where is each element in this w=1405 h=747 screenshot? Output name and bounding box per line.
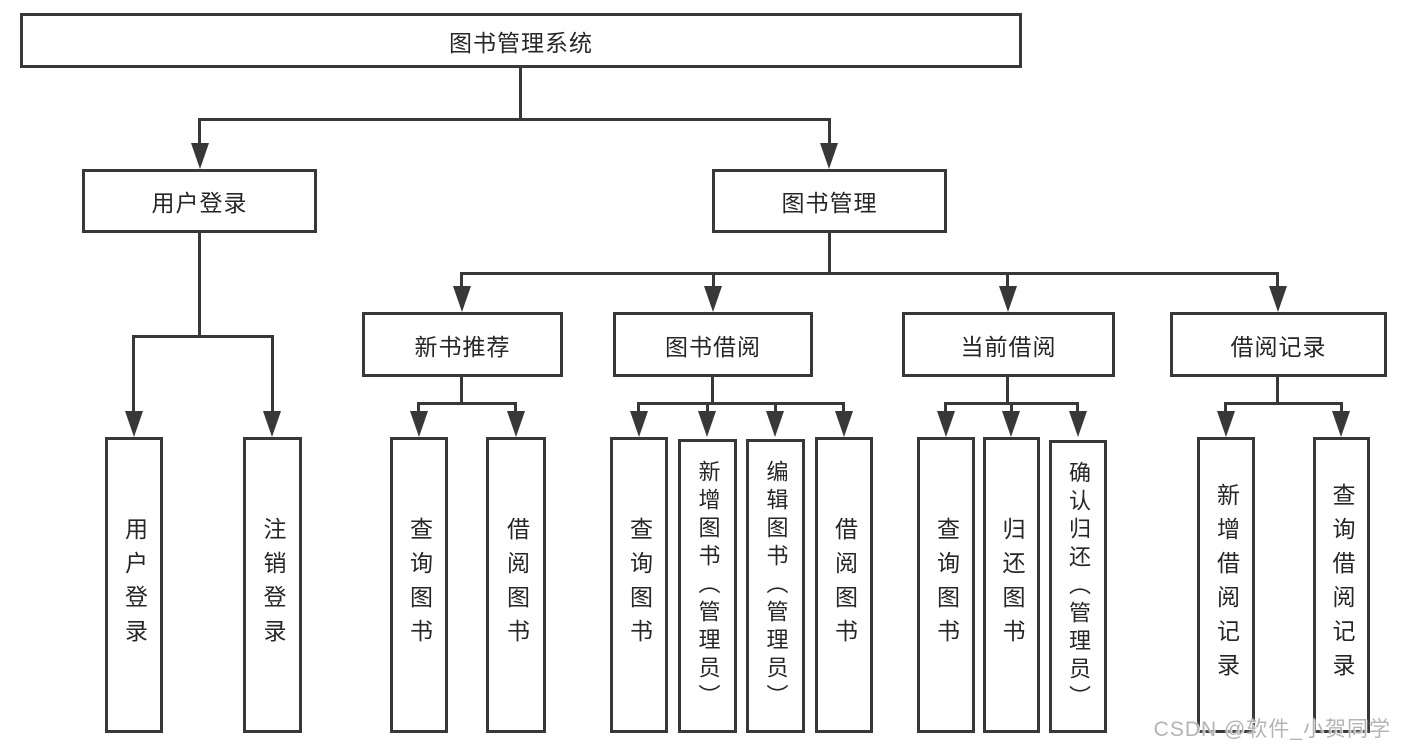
connector-line [460,272,1279,275]
connector-line [712,272,715,290]
leaf-logout: 注销登录 [243,437,302,733]
leaf-confirm-return-admin-label: 确认归还（管理员） [1066,460,1091,713]
connector-arrowhead [835,411,853,437]
connector-line [1276,272,1279,290]
connector-line [1006,375,1009,405]
connector-line [519,66,522,121]
leaf-query-borrow-record: 查询借阅记录 [1313,437,1370,733]
node-book-management: 图书管理 [712,169,947,233]
connector-line [1076,402,1079,417]
leaf-return-books: 归还图书 [983,437,1040,733]
node-new-book-recommend: 新书推荐 [362,312,563,377]
node-book-borrow-label: 图书借阅 [665,333,761,360]
node-book-borrow: 图书借阅 [613,312,813,377]
connector-line [132,335,135,417]
node-book-management-label: 图书管理 [781,190,878,216]
connector-line [944,402,947,417]
leaf-borrow-books-2: 借阅图书 [815,437,873,733]
connector-line [514,402,517,417]
connector-arrowhead [1002,411,1020,437]
leaf-edit-books-admin-label: 编辑图书（管理员） [763,460,789,712]
connector-line [828,231,831,275]
connector-line [1010,402,1013,417]
connector-line [828,118,831,148]
connector-line [842,402,845,417]
node-borrow-records-label: 借阅记录 [1230,333,1327,360]
connector-arrowhead [698,411,716,437]
connector-line [417,402,517,405]
node-root: 图书管理系统 [20,13,1022,68]
leaf-user-login-label: 用户登录 [121,517,148,653]
connector-arrowhead [263,411,281,437]
connector-line [637,402,845,405]
leaf-logout-label: 注销登录 [260,517,286,653]
connector-arrowhead [704,286,722,312]
leaf-query-books-3: 查询图书 [917,437,975,733]
leaf-borrow-books-1-label: 借阅图书 [503,517,530,653]
connector-line [1224,402,1343,405]
connector-arrowhead [766,411,784,437]
connector-line [460,272,463,290]
leaf-add-books-admin: 新增图书（管理员） [678,439,737,733]
leaf-query-books-1-label: 查询图书 [406,517,433,653]
connector-arrowhead [507,411,525,437]
connector-line [417,402,420,417]
connector-line [271,335,274,417]
connector-line [198,231,201,338]
connector-line [637,402,640,417]
watermark: CSDN @软件_小贺同学 [1153,718,1391,741]
connector-line [706,402,709,417]
leaf-add-borrow-record-label: 新增借阅记录 [1213,483,1240,687]
connector-arrowhead [410,411,428,437]
connector-arrowhead [1269,286,1287,312]
connector-line [198,118,201,148]
connector-line [1340,402,1343,417]
connector-arrowhead [453,286,471,312]
node-user-login: 用户登录 [82,169,317,233]
node-borrow-records: 借阅记录 [1170,312,1387,377]
connector-line [198,118,831,121]
leaf-borrow-books-2-label: 借阅图书 [831,517,858,653]
connector-arrowhead [1332,411,1350,437]
connector-line [460,375,463,405]
node-root-label: 图书管理系统 [449,29,593,56]
node-current-borrow-label: 当前借阅 [960,333,1057,360]
leaf-borrow-books-1: 借阅图书 [486,437,546,733]
leaf-query-books-3-label: 查询图书 [933,517,960,653]
leaf-edit-books-admin: 编辑图书（管理员） [746,439,805,733]
leaf-confirm-return-admin: 确认归还（管理员） [1049,440,1107,733]
connector-line [1224,402,1227,417]
node-new-book-recommend-label: 新书推荐 [414,333,511,360]
connector-arrowhead [937,411,955,437]
leaf-query-books-2-label: 查询图书 [626,517,653,653]
connector-line [1276,375,1279,405]
node-current-borrow: 当前借阅 [902,312,1115,377]
connector-line [132,335,274,338]
leaf-query-books-1: 查询图书 [390,437,448,733]
connector-arrowhead [191,143,209,169]
connector-arrowhead [1069,411,1087,437]
connector-arrowhead [999,286,1017,312]
node-user-login-label: 用户登录 [151,190,248,216]
leaf-query-books-2: 查询图书 [610,437,668,733]
connector-line [774,402,777,417]
leaf-add-borrow-record: 新增借阅记录 [1197,437,1255,733]
leaf-query-borrow-record-label: 查询借阅记录 [1329,483,1355,687]
connector-line [1006,272,1009,290]
connector-arrowhead [820,143,838,169]
connector-arrowhead [630,411,648,437]
connector-line [711,375,714,405]
leaf-add-books-admin-label: 新增图书（管理员） [695,460,721,712]
connector-arrowhead [1217,411,1235,437]
leaf-return-books-label: 归还图书 [999,517,1025,653]
connector-arrowhead [125,411,143,437]
leaf-user-login: 用户登录 [105,437,163,733]
